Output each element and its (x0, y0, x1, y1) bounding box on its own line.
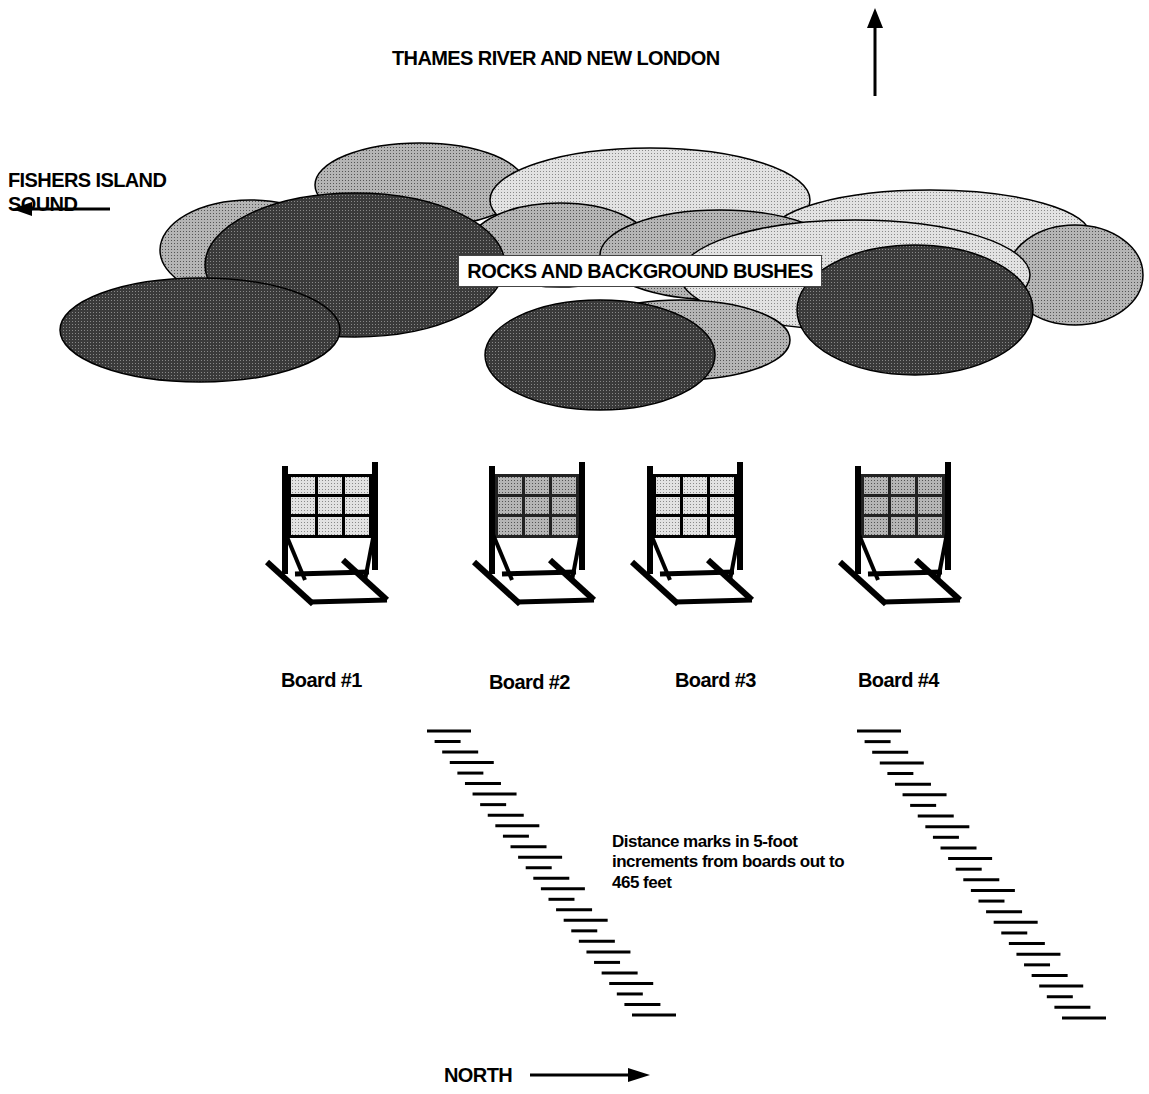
distance-mark (526, 866, 552, 869)
distance-mark (1016, 953, 1060, 956)
distance-mark (488, 814, 524, 817)
distance-mark (602, 971, 638, 974)
direction-label: THAMES RIVER AND NEW LONDON (392, 46, 720, 70)
distance-mark (556, 908, 592, 911)
distance-mark (963, 878, 999, 881)
distance-mark (571, 929, 597, 932)
distance-mark (450, 761, 494, 764)
distance-mark (586, 950, 630, 953)
distance-mark (624, 1003, 660, 1006)
distance-mark (880, 761, 924, 764)
distance-mark (473, 793, 517, 796)
distance-mark (956, 868, 982, 871)
board-label: Board #2 (489, 670, 570, 694)
distance-mark (511, 845, 547, 848)
distance-mark (1047, 995, 1073, 998)
distance-mark (609, 982, 653, 985)
distance-mark (1032, 974, 1068, 977)
distance-mark (435, 740, 461, 743)
distance-mark (518, 856, 562, 859)
note-text: Distance marks in 5-foot increments from… (612, 832, 862, 893)
distance-mark (1054, 1006, 1090, 1009)
distance-mark (427, 730, 471, 733)
distance-mark (1009, 942, 1045, 945)
distance-mark (503, 835, 529, 838)
distance-mark (941, 846, 977, 849)
direction-label: NORTH (444, 1063, 512, 1087)
distance-mark (564, 919, 608, 922)
distance-mark (994, 921, 1038, 924)
distance-mark (495, 824, 539, 827)
label-box: ROCKS AND BACKGROUND BUSHES (458, 255, 821, 287)
distance-mark (594, 961, 620, 964)
distance-mark (872, 751, 908, 754)
board-label: Board #3 (675, 668, 756, 692)
node-label: ROCKS AND BACKGROUND BUSHES (467, 259, 812, 283)
board-label: Board #1 (281, 668, 362, 692)
distance-mark (1039, 985, 1083, 988)
distance-mark (986, 910, 1022, 913)
distance-mark (442, 751, 478, 754)
distance-mark (895, 783, 931, 786)
distance-mark (918, 815, 954, 818)
distance-mark (910, 804, 936, 807)
distance-mark (579, 940, 615, 943)
distance-mark (457, 772, 483, 775)
direction-label: FISHERS ISLAND SOUND (8, 168, 198, 216)
distance-mark (1024, 963, 1050, 966)
distance-mark (533, 877, 569, 880)
distance-mark (1062, 1017, 1106, 1020)
distance-mark (948, 857, 992, 860)
board-label: Board #4 (858, 668, 939, 692)
distance-mark (857, 730, 901, 733)
distance-mark (978, 900, 1004, 903)
distance-mark (617, 992, 643, 995)
distance-mark (903, 793, 947, 796)
distance-mark (632, 1014, 676, 1017)
distance-mark (865, 740, 891, 743)
distance-mark (887, 772, 913, 775)
distance-mark (1001, 931, 1027, 934)
distance-mark (480, 803, 506, 806)
distance-mark (548, 898, 574, 901)
distance-mark (465, 782, 501, 785)
distance-mark (971, 889, 1015, 892)
distance-mark (933, 836, 959, 839)
distance-mark (925, 825, 969, 828)
distance-mark (541, 887, 585, 890)
